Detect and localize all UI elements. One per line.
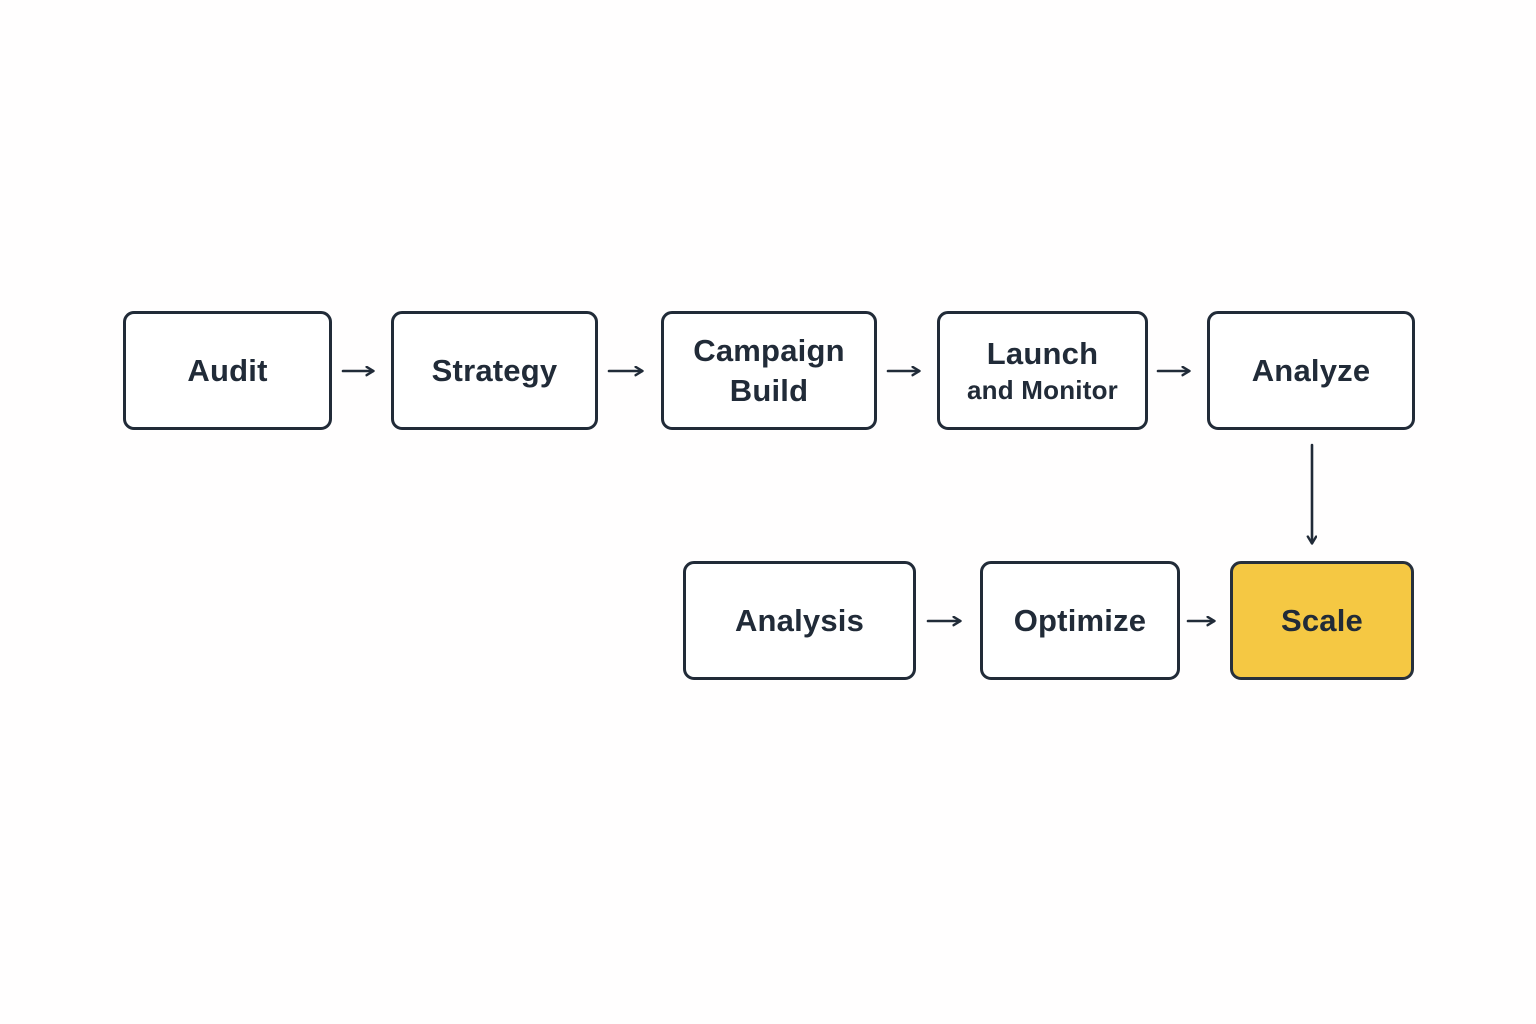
flow-node-strategy: Strategy: [391, 311, 598, 430]
flow-node-optimize: Optimize: [980, 561, 1180, 680]
flow-node-scale-label: Scale: [1280, 602, 1363, 638]
flow-node-scale: Scale: [1230, 561, 1414, 680]
flow-node-strategy-label: Strategy: [431, 352, 558, 388]
flow-node-analysis-label: Analysis: [734, 602, 865, 638]
flow-node-audit: Audit: [123, 311, 332, 430]
flow-node-launch-and-monitor: Launch and Monitor: [937, 311, 1148, 430]
flow-node-launch-label-line1: Launch: [986, 336, 1099, 371]
flow-node-campaign-build-label-line2: Build: [729, 372, 809, 408]
flow-node-analyze-label: Analyze: [1251, 352, 1371, 388]
flow-node-campaign-build: Campaign Build: [661, 311, 877, 430]
flow-node-analyze: Analyze: [1207, 311, 1415, 430]
flow-node-analysis: Analysis: [683, 561, 916, 680]
flow-node-launch-label-line2: and Monitor: [967, 375, 1118, 405]
flow-node-audit-label: Audit: [187, 352, 268, 388]
flow-node-optimize-label: Optimize: [1013, 602, 1147, 638]
flow-node-campaign-build-label-line1: Campaign: [693, 332, 845, 368]
